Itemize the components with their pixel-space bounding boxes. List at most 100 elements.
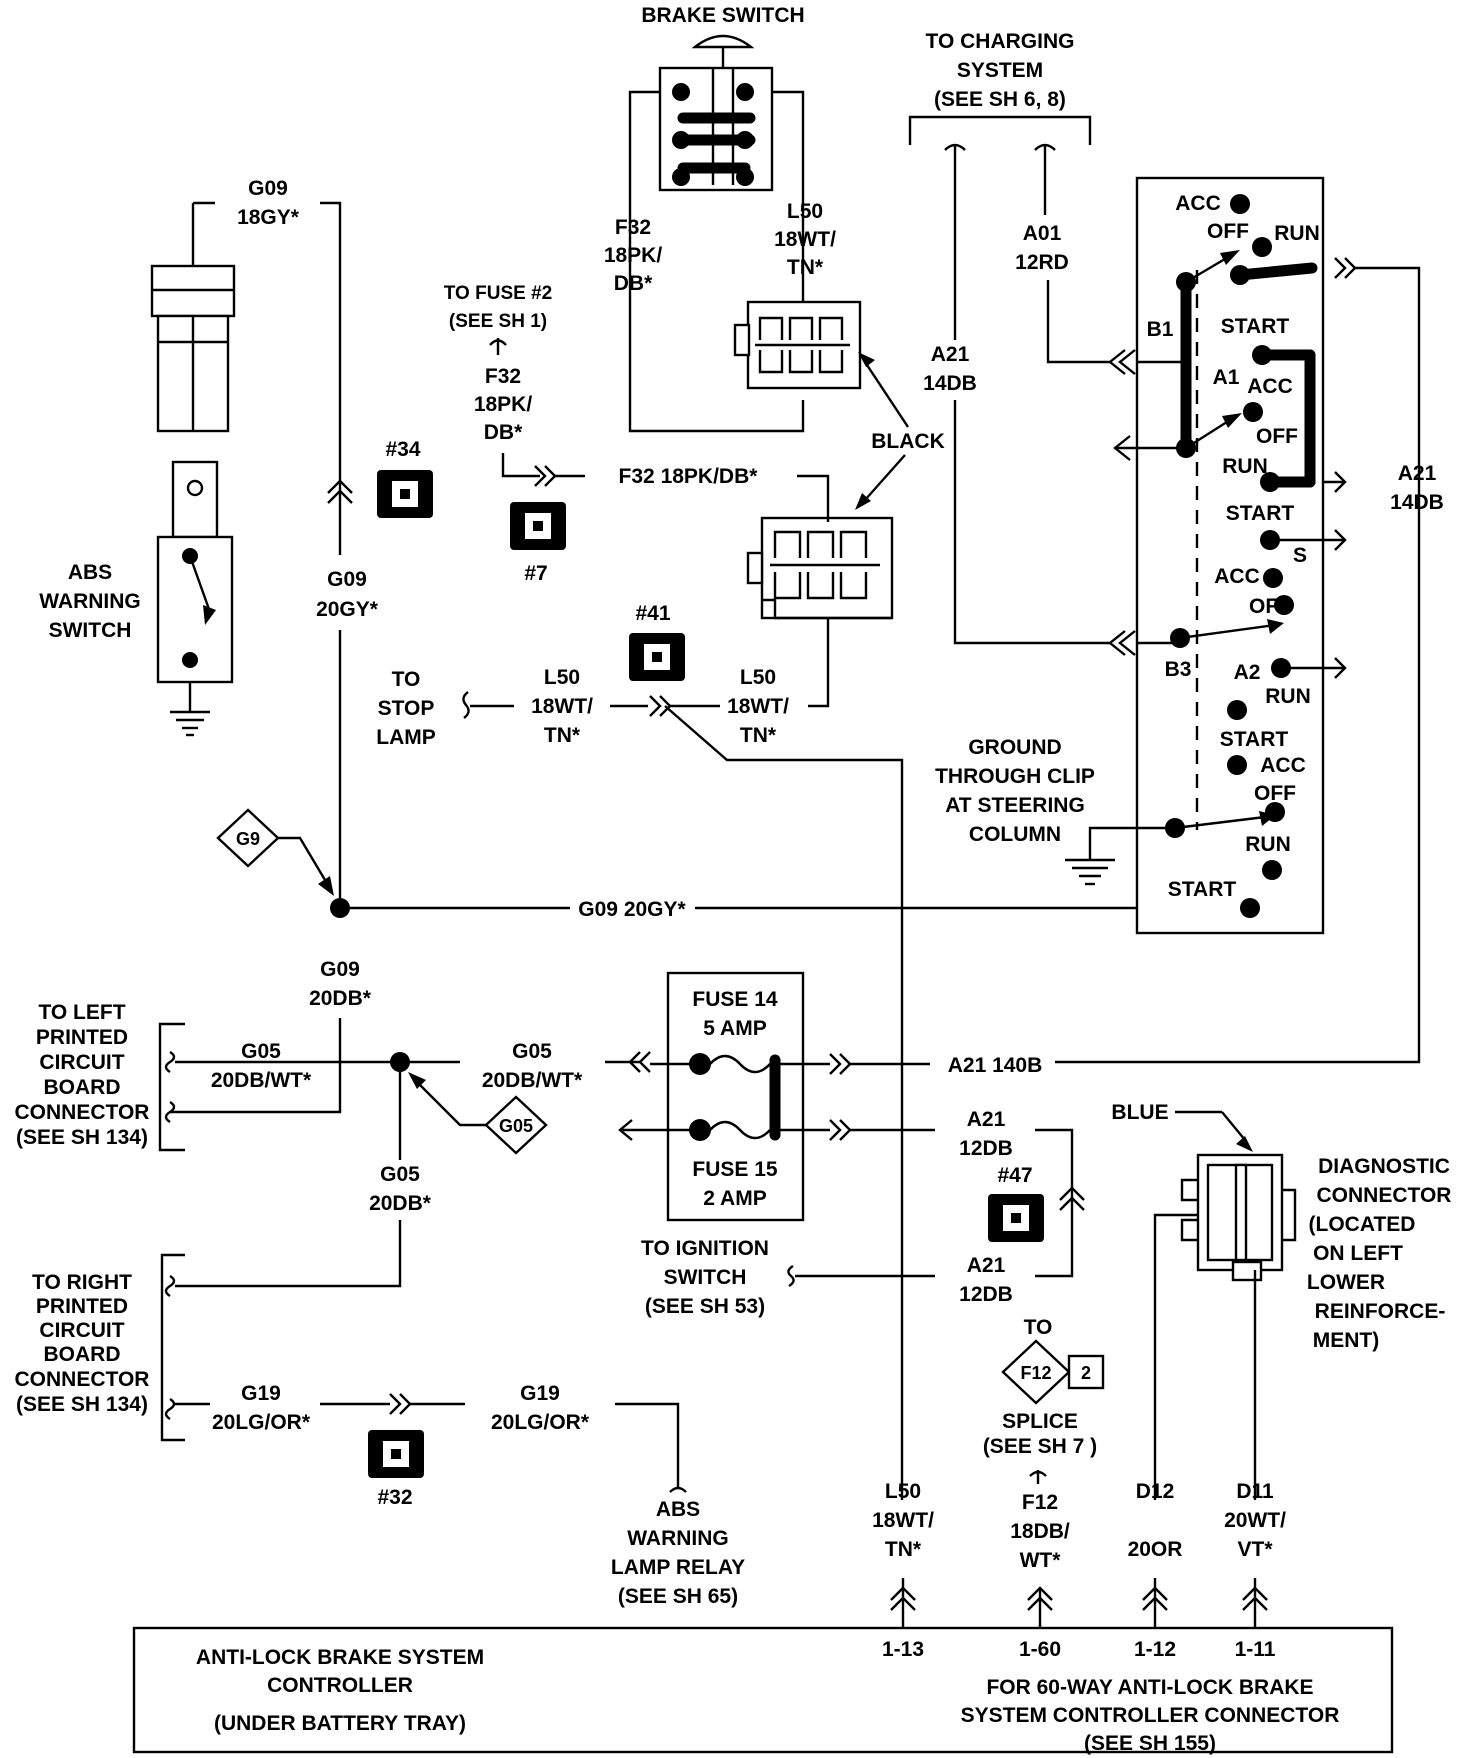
stop-lamp-label-1: TO (392, 668, 421, 691)
wire-a01-label: A01 (1023, 222, 1062, 245)
connector-41-label: #41 (635, 602, 670, 625)
wire-f12-color2: WT* (1020, 1549, 1062, 1572)
connector-41: #41 (629, 602, 685, 681)
ign-s: S (1293, 544, 1307, 567)
ign-acc-4: ACC (1260, 754, 1306, 777)
wire-g09-mid-color: 20GY* (316, 598, 379, 621)
ignition-switch: ACC OFF RUN START B1 A1 ACC OFF RUN STAR… (1108, 176, 1347, 935)
ign-start-3: START (1220, 728, 1289, 751)
wire-f32-mid-label: F32 (485, 365, 521, 388)
pin-1-11: 1-11 (1235, 1638, 1276, 1661)
right-pcb-label-4: BOARD (44, 1343, 121, 1366)
pin-1-60: 1-60 (1019, 1638, 1061, 1661)
abs-switch-label-2: WARNING (39, 590, 141, 613)
wire-f12-color: 18DB/ (1010, 1520, 1070, 1543)
wire-g05-left-color: 20DB/WT* (211, 1069, 312, 1092)
fuse2-ref: TO FUSE #2 (444, 283, 552, 304)
ign-acc-3: ACC (1214, 565, 1260, 588)
left-pcb-label-1: TO LEFT (38, 1001, 125, 1024)
diag-conn-label-2: CONNECTOR (1317, 1184, 1452, 1207)
charging-label-2: SYSTEM (957, 59, 1043, 82)
abs-relay-label-2: WARNING (627, 1527, 729, 1550)
stop-lamp-label-3: LAMP (376, 726, 436, 749)
ign-start-1: START (1221, 315, 1290, 338)
wire-d12-label: D12 (1136, 1480, 1175, 1503)
splice-ref-1: SPLICE (1002, 1410, 1078, 1433)
connector-7-label: #7 (524, 562, 547, 585)
wire-f32-horiz: F32 18PK/DB* (619, 465, 759, 488)
wire-a21-f15-label: A21 (967, 1108, 1006, 1131)
splice-f12-num: 2 (1081, 1363, 1091, 1383)
wire-g05-down-color: 20DB* (369, 1192, 432, 1215)
wire-g09-top-color: 18GY* (237, 206, 300, 229)
abs-warning-switch (150, 203, 236, 737)
wire-g05-mid-color: 20DB/WT* (482, 1069, 583, 1092)
wire-a21-140b: A21 140B (948, 1054, 1043, 1077)
wire-l50-bottom-color2: TN* (885, 1538, 922, 1561)
controller-right-2: SYSTEM CONTROLLER CONNECTOR (961, 1704, 1340, 1727)
connector-47: #47 (988, 1164, 1044, 1242)
right-pcb-label-3: CIRCUIT (39, 1319, 124, 1342)
wire-g19-right-label: G19 (520, 1382, 560, 1405)
ign-switch-ref-1: TO IGNITION (641, 1237, 769, 1260)
left-pcb-label-5: CONNECTOR (15, 1101, 150, 1124)
abs-switch-label-3: SWITCH (49, 619, 132, 642)
controller-right-1: FOR 60-WAY ANTI-LOCK BRAKE (986, 1676, 1313, 1699)
ground-clip-label-2: THROUGH CLIP (935, 765, 1095, 788)
charging-label-1: TO CHARGING (926, 30, 1075, 53)
left-pcb-label-3: CIRCUIT (39, 1051, 124, 1074)
wire-a21-top-color: 14DB (923, 372, 977, 395)
left-pcb-label-6: (SEE SH 134) (16, 1126, 148, 1149)
connector-34: #34 (377, 438, 433, 518)
wire-l50-right-color2: TN* (740, 724, 777, 747)
abs-controller: ANTI-LOCK BRAKE SYSTEM CONTROLLER (UNDER… (132, 1626, 1394, 1755)
splice-f12: F12 2 (1001, 1339, 1105, 1405)
wire-f32-label: F32 (615, 216, 651, 239)
right-pcb-label-5: CONNECTOR (15, 1368, 150, 1391)
ign-a2: A2 (1234, 661, 1261, 684)
left-pcb-label-4: BOARD (44, 1076, 121, 1099)
wire-g05-mid-label: G05 (512, 1040, 552, 1063)
connector-32: #32 (368, 1430, 424, 1509)
splice-ref-to: TO (1024, 1316, 1053, 1339)
ign-run-4: RUN (1245, 833, 1291, 856)
ign-acc-2: ACC (1247, 375, 1293, 398)
right-pcb-label-6: (SEE SH 134) (16, 1393, 148, 1416)
wire-a21-f15-color: 12DB (959, 1137, 1013, 1160)
stop-lamp-label-2: STOP (378, 697, 435, 720)
wire-f32-color: 18PK/ (604, 244, 663, 267)
abs-relay-label-4: (SEE SH 65) (618, 1585, 738, 1608)
wire-d11-color: 20WT/ (1224, 1509, 1286, 1532)
ign-run-2: RUN (1222, 455, 1268, 478)
abs-switch-label-1: ABS (68, 561, 112, 584)
wire-l50-left-color: 18WT/ (531, 695, 593, 718)
wire-g19-left-color: 20LG/OR* (212, 1411, 311, 1434)
fuse-15-amp: 2 AMP (703, 1187, 766, 1210)
controller-label-1: ANTI-LOCK BRAKE SYSTEM (196, 1646, 484, 1669)
wire-l50-bottom-color: 18WT/ (872, 1509, 934, 1532)
wire-a01-color: 12RD (1015, 251, 1069, 274)
fuse-14-amp: 5 AMP (703, 1017, 766, 1040)
splice-ref-2: (SEE SH 7 ) (983, 1435, 1097, 1458)
fuse2-ref-sub: (SEE SH 1) (449, 311, 547, 332)
diag-conn-label-1: DIAGNOSTIC (1318, 1155, 1450, 1178)
ign-b1: B1 (1147, 318, 1174, 341)
right-pcb-label-1: TO RIGHT (32, 1271, 132, 1294)
wire-g09-low-label: G09 (320, 958, 360, 981)
splice-g05-label: G05 (499, 1116, 533, 1136)
ign-acc-1: ACC (1175, 192, 1221, 215)
connector-7: #7 (510, 502, 566, 585)
controller-label-3: (UNDER BATTERY TRAY) (214, 1712, 466, 1735)
fuse-block: FUSE 14 5 AMP FUSE 15 2 AMP (666, 971, 805, 1222)
pin-1-13: 1-13 (882, 1638, 924, 1661)
wire-g09-mid-label: G09 (327, 568, 367, 591)
wire-a21-top-label: A21 (931, 343, 970, 366)
wire-l50-left-label: L50 (544, 666, 580, 689)
ign-switch-ref-2: SWITCH (664, 1266, 747, 1289)
wire-f32-mid-color2: DB* (484, 421, 523, 444)
wire-g05-down-label: G05 (380, 1163, 420, 1186)
controller-pin-arrows (890, 1578, 1268, 1628)
splice-g9-label: G9 (236, 829, 260, 849)
ign-off-1: OFF (1207, 220, 1249, 243)
controller-label-2: CONTROLLER (267, 1674, 413, 1697)
